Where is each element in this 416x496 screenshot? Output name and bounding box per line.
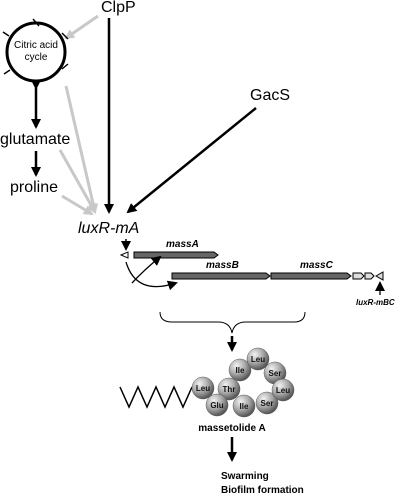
clpp-label: ClpP [101,0,136,16]
aa-glu: Glu [210,401,223,410]
aa-ile-1: Ile [236,366,245,375]
aa-leu-2: Leu [251,355,265,364]
luxr-mbc-gene [374,271,384,281]
arrow-proline-to-luxr [61,194,94,216]
citric-acid-cycle: Citric acid cycle [2,18,69,83]
arrow-to-massB [125,261,178,291]
luxr-ma-gene [119,251,129,259]
cluster-brace [159,311,306,334]
gacs-label: GacS [250,87,290,104]
massC-label: massC [300,260,334,271]
aa-thr: Thr [223,385,236,394]
phenotype-biofilm: Biofilm formation [221,485,304,496]
massB-gene [171,272,271,280]
lipid-tail [119,385,193,409]
small-gene-1 [352,272,365,280]
gray-arrows [58,14,99,216]
phenotype-swarming: Swarming [221,471,269,482]
luxr-ma-label: luxR-mA [78,220,139,237]
massA-label: massA [166,239,199,250]
citric-acid-label: Citric acid [14,40,58,51]
glutamate-label: glutamate [0,131,70,148]
massC-gene [270,272,352,280]
proline-label: proline [10,179,58,196]
aa-leu-1: Leu [196,384,210,393]
arrow-clpp-to-cycle [64,14,99,40]
aa-ile-2: Ile [240,402,249,411]
cycle-label: cycle [25,52,48,63]
peptide-ring: Leu Ile Ser Thr Leu Glu Ile Ser Leu [191,347,295,418]
massA-gene [133,251,219,259]
gene-cluster: massA massB massC luxR-mBC [119,239,395,307]
massetolide-label: massetolide A [198,423,265,434]
aa-ser-1: Ser [269,369,282,378]
massB-label: massB [206,260,239,271]
arrow-cycle-to-luxr [64,85,99,214]
arrow-to-massA [131,255,162,284]
luxr-mbc-label: luxR-mBC [356,298,395,307]
aa-leu-3: Leu [276,386,290,395]
aa-ser-2: Ser [261,399,274,408]
arrow-gacs-to-luxr [126,107,257,214]
small-gene-2 [364,272,375,280]
arrow-glutamate-to-luxr [58,149,97,214]
